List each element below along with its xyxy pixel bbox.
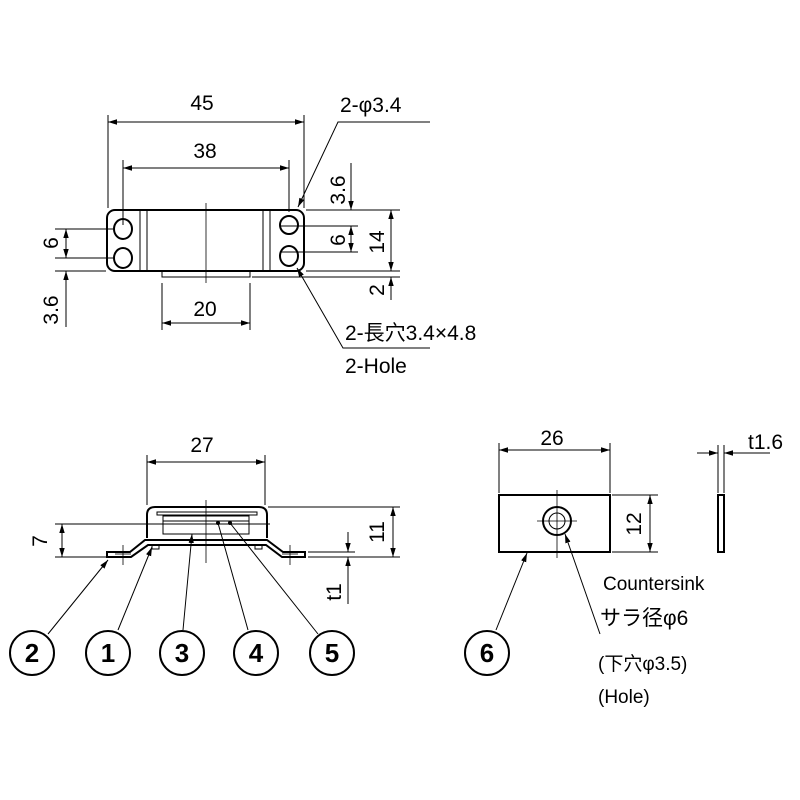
countersink-jp: サラ径φ6 bbox=[600, 607, 688, 630]
svg-text:1: 1 bbox=[101, 638, 115, 668]
round-hole bbox=[279, 215, 299, 235]
svg-text:6: 6 bbox=[480, 638, 494, 668]
catch-body-top bbox=[106, 209, 305, 272]
dim-45: 45 bbox=[190, 92, 213, 115]
plate-view: 26 12 t1.6 6 Countersink サラ径φ6 (下穴φ3.5) … bbox=[464, 427, 783, 708]
balloon-4: 4 bbox=[233, 630, 279, 676]
hole-en: (Hole) bbox=[598, 687, 650, 708]
dim-38: 38 bbox=[193, 140, 216, 163]
dim-27: 27 bbox=[190, 434, 213, 457]
balloon-2: 2 bbox=[9, 630, 55, 676]
base-plate bbox=[106, 539, 306, 558]
svg-text:2: 2 bbox=[25, 638, 39, 668]
dim-12: 12 bbox=[623, 512, 646, 535]
slot-hole-label: 2-長穴3.4×4.8 bbox=[345, 322, 476, 345]
balloon-1: 1 bbox=[85, 630, 131, 676]
side-view: 27 7 11 t1 2 1 3 4 5 bbox=[9, 434, 400, 676]
hole-jp: (下穴φ3.5) bbox=[598, 653, 687, 675]
dim-11: 11 bbox=[366, 521, 389, 543]
svg-text:5: 5 bbox=[325, 638, 339, 668]
balloon-6: 6 bbox=[464, 630, 510, 676]
slot-hole-label-en: 2-Hole bbox=[345, 355, 407, 378]
dim-20: 20 bbox=[193, 298, 216, 321]
countersink-label: Countersink bbox=[603, 574, 705, 595]
dim-6-right: 6 bbox=[327, 234, 350, 246]
plate-edge bbox=[717, 494, 725, 553]
balloon-5: 5 bbox=[309, 630, 355, 676]
round-hole-label: 2-φ3.4 bbox=[340, 94, 402, 117]
dim-3.6-bottom: 3.6 bbox=[40, 295, 63, 324]
dim-2: 2 bbox=[366, 284, 389, 296]
dim-t1.6: t1.6 bbox=[748, 431, 783, 454]
dim-7: 7 bbox=[29, 535, 52, 547]
dim-6-left: 6 bbox=[40, 237, 63, 249]
dim-3.6-top: 3.6 bbox=[327, 175, 350, 204]
slot-hole bbox=[113, 247, 133, 269]
svg-text:4: 4 bbox=[249, 638, 264, 668]
top-view: 45 38 2-φ3.4 3.6 6 14 2 6 3.6 20 bbox=[40, 92, 476, 378]
slot-hole bbox=[279, 245, 299, 267]
dim-26: 26 bbox=[540, 427, 563, 450]
svg-text:3: 3 bbox=[175, 638, 189, 668]
dim-14: 14 bbox=[366, 230, 389, 254]
dim-t1: t1 bbox=[323, 583, 346, 601]
balloon-3: 3 bbox=[159, 630, 205, 676]
